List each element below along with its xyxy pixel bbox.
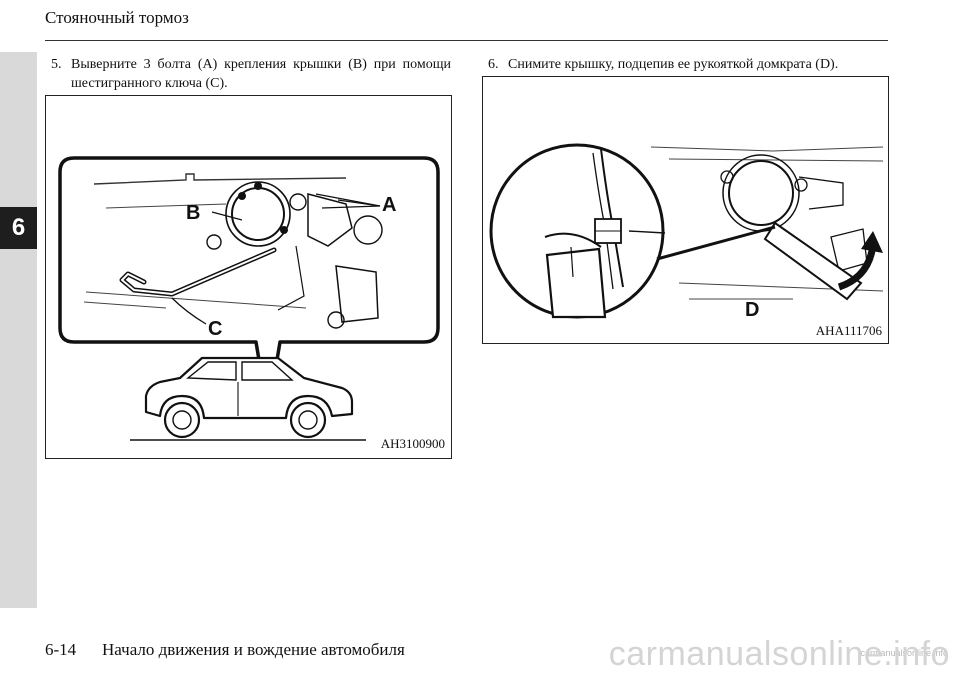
figure-illustration — [489, 143, 884, 319]
chapter-number: 6 — [11, 214, 26, 241]
figure-hex-key-bolts: B A C AH3100900 — [45, 95, 452, 459]
chapter-tab: 6 — [0, 207, 37, 249]
watermark: carmanualsonline.info — [608, 635, 950, 673]
step-number: 6. — [488, 57, 499, 72]
step-number: 5. — [51, 57, 62, 72]
step-text: Снимите крышку, подцепив ее рукояткой до… — [508, 57, 839, 72]
header-rule — [45, 40, 888, 41]
callout-label-d: D — [745, 299, 760, 321]
watermark-small: carmanualsonline.info — [860, 648, 948, 658]
figure-illustration — [58, 156, 440, 441]
running-header-title: Стояночный тормоз — [45, 8, 189, 27]
figure-id: AHA111706 — [815, 323, 882, 338]
step-6: 6. Снимите крышку, подцепив ее рукояткой… — [488, 55, 888, 74]
callout-label-b: B — [186, 202, 201, 224]
step-5: 5. Выверните 3 болта (A) крепления крышк… — [51, 55, 451, 93]
step-text: Выверните 3 болта (A) крепления крышки (… — [71, 57, 451, 91]
page-number: 6-14 — [45, 640, 77, 659]
callout-label-a: A — [382, 194, 397, 216]
callout-label-c: C — [208, 318, 223, 340]
chapter-sidebar — [0, 52, 37, 608]
figure-remove-cover: D AHA111706 — [482, 76, 889, 344]
figure-id: AH3100900 — [380, 436, 445, 451]
footer-section-title: Начало движения и вождение автомобиля — [102, 640, 405, 659]
